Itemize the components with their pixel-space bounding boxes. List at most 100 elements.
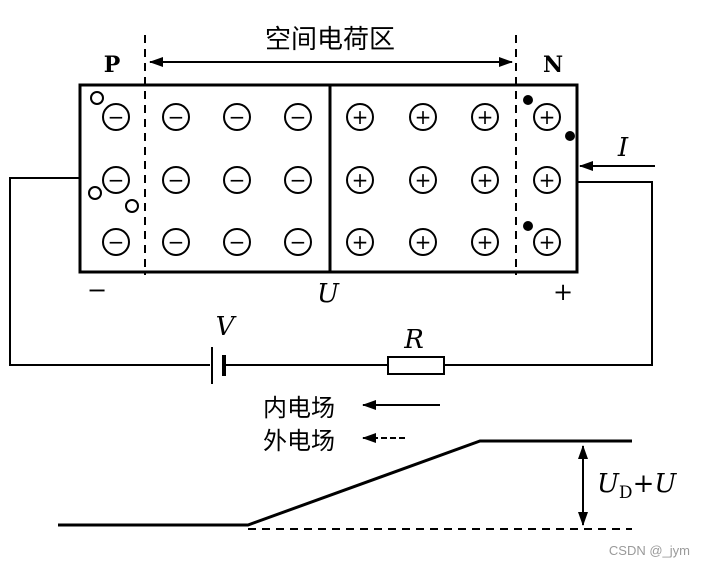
negative-ion: − [162,103,190,131]
negative-ion: − [223,228,251,256]
electron-carrier [523,95,533,105]
negative-ion: − [284,103,312,131]
plus-terminal-sign: + [553,278,573,306]
space-charge-region-label: 空间电荷区 [265,25,395,55]
ion-circle [346,228,374,256]
ion-sign: − [229,230,246,254]
ion-circle [162,166,190,194]
negative-ion: − [284,166,312,194]
ion-circle [346,166,374,194]
ion-circle [533,103,561,131]
ion-circle [533,228,561,256]
ion-circle [409,166,437,194]
ion-sign: − [168,230,185,254]
minus-terminal-sign: − [87,276,107,304]
ion-sign: − [229,105,246,129]
current-i-label: I [617,133,629,163]
negative-ion: − [102,166,130,194]
ion-sign: − [290,230,307,254]
ion-sign: − [108,105,125,129]
hole-carrier [125,199,139,213]
ion-circle [102,166,130,194]
barrier-label-rest: +U [633,469,678,499]
ion-sign: + [539,168,556,192]
ion-grid: − − − − + + + + − − − − + + + + − − − − + + + + [102,103,561,256]
ion-sign: + [477,105,494,129]
resistor-r-label: R [403,325,424,355]
ion-circle [471,228,499,256]
positive-ion: + [409,166,437,194]
ion-circle [471,166,499,194]
ion-sign: − [108,168,125,192]
ion-sign: − [168,105,185,129]
ion-circle [162,103,190,131]
positive-ion: + [409,103,437,131]
hole-carrier [90,91,104,105]
hole-carrier [88,186,102,200]
resistor-symbol [387,356,445,375]
positive-ion: + [409,228,437,256]
circuit-wire-left [9,177,210,366]
ion-circle [471,103,499,131]
ion-sign: − [108,230,125,254]
positive-ion: + [346,103,374,131]
positive-ion: + [471,228,499,256]
inner-field-label: 内电场 [263,394,335,422]
ion-sign: + [477,168,494,192]
ion-sign: − [290,168,307,192]
outer-field-label: 外电场 [263,427,335,455]
barrier-height-label: UD+U [597,469,677,503]
ion-circle [102,228,130,256]
negative-ion: − [162,166,190,194]
ion-circle [102,103,130,131]
ion-circle [223,166,251,194]
positive-ion: + [346,166,374,194]
voltage-u-label: U [317,279,340,309]
ion-circle [284,103,312,131]
ion-circle [284,166,312,194]
positive-ion: + [471,166,499,194]
ion-circle [223,228,251,256]
ion-circle [346,103,374,131]
ion-circle [284,228,312,256]
positive-ion: + [533,228,561,256]
watermark-text: CSDN @_jym [609,543,690,558]
electron-carrier [523,221,533,231]
negative-ion: − [284,228,312,256]
ion-circle [223,103,251,131]
positive-ion: + [533,166,561,194]
ion-sign: + [352,230,369,254]
positive-ion: + [471,103,499,131]
n-region-label: N [543,52,563,78]
ion-sign: + [539,105,556,129]
battery-v-label: V [216,312,237,342]
negative-ion: − [102,228,130,256]
ion-circle [162,228,190,256]
ion-sign: + [477,230,494,254]
electron-carrier [565,131,575,141]
ion-sign: + [415,230,432,254]
p-region-label: P [104,52,121,78]
ion-sign: + [415,105,432,129]
ion-circle [409,103,437,131]
circuit-wire-right [444,181,653,366]
ion-circle [533,166,561,194]
negative-ion: − [223,103,251,131]
ion-sign: + [352,168,369,192]
ion-sign: + [539,230,556,254]
ion-circle [409,228,437,256]
ion-sign: − [168,168,185,192]
ion-sign: + [352,105,369,129]
barrier-label-u: U [597,469,620,499]
barrier-label-sub: D [619,483,633,503]
negative-ion: − [162,228,190,256]
ion-sign: + [415,168,432,192]
negative-ion: − [223,166,251,194]
ion-sign: − [290,105,307,129]
negative-ion: − [102,103,130,131]
positive-ion: + [533,103,561,131]
positive-ion: + [346,228,374,256]
ion-sign: − [229,168,246,192]
